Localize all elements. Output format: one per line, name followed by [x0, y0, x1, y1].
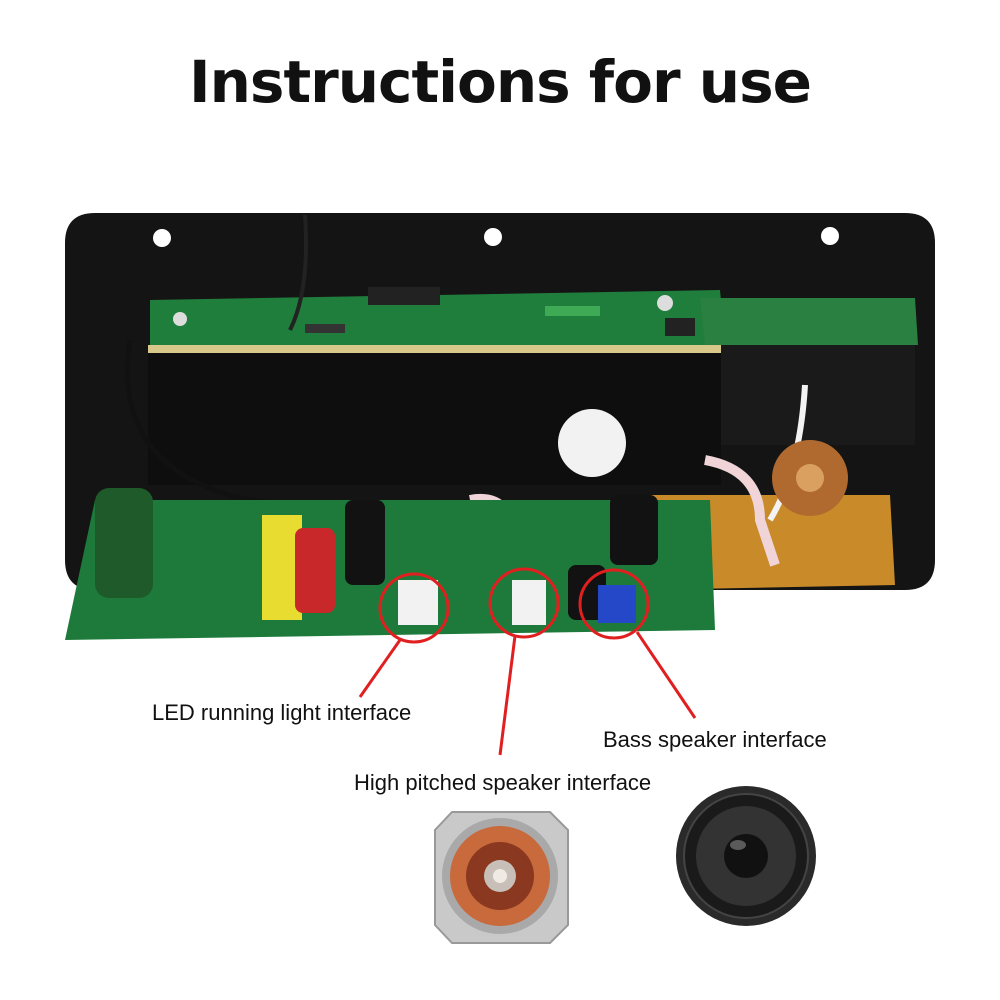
- tweeter-icon: [434, 811, 569, 944]
- mount-hole: [153, 229, 171, 247]
- top-pcb: [150, 287, 725, 355]
- mount-hole: [484, 228, 502, 246]
- callout-line-led: [358, 639, 402, 698]
- bass-speaker-label: Bass speaker interface: [603, 727, 827, 752]
- callout-line-bass: [635, 631, 697, 719]
- bottom-pcb: [65, 440, 848, 640]
- led-connector: [398, 580, 438, 625]
- woofer-icon: [676, 786, 816, 926]
- callout-line-high: [498, 635, 517, 756]
- callout-circle-high: [488, 567, 560, 639]
- high-pitched-speaker-label: High pitched speaker interface: [354, 770, 652, 795]
- tweeter-connector: [512, 580, 546, 625]
- mount-hole: [821, 227, 839, 245]
- capacitor: [95, 488, 153, 598]
- callouts: [358, 567, 697, 756]
- callout-circle-led: [378, 572, 450, 644]
- led-running-light-label: LED running light interface: [152, 700, 412, 725]
- bass-connector: [598, 585, 636, 623]
- page-title: Instructions for use: [189, 48, 812, 116]
- date-sticker: [558, 409, 626, 477]
- heatsink: [148, 345, 721, 485]
- callout-circle-bass: [578, 568, 650, 640]
